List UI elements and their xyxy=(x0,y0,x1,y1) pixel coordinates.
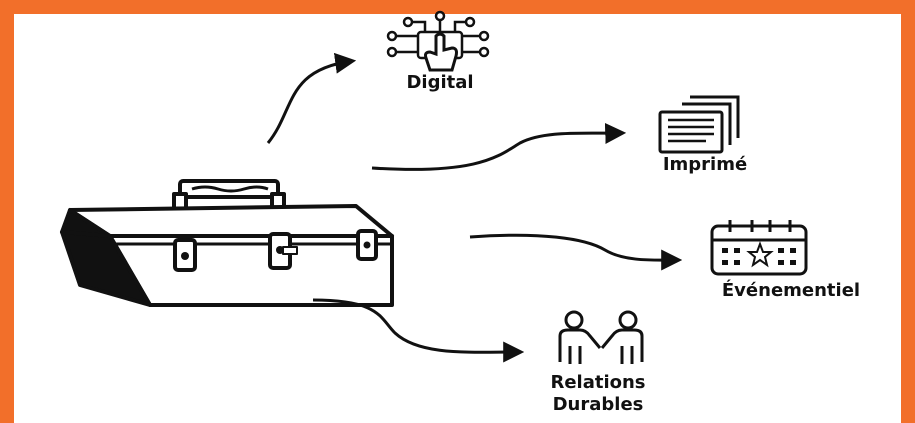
orange-border-right xyxy=(901,0,915,423)
arrow-to-event xyxy=(469,233,683,271)
printed-documents-icon xyxy=(658,95,740,154)
calendar-star-icon xyxy=(710,220,808,276)
node-label-imprime: Imprimé xyxy=(662,154,748,175)
touch-circuit-icon xyxy=(386,10,490,72)
orange-border-left xyxy=(0,0,14,423)
arrow-to-relations xyxy=(312,298,525,363)
node-label-digital: Digital xyxy=(406,72,474,93)
arrow-to-imprime xyxy=(371,122,627,171)
handshake-people-icon xyxy=(558,310,644,364)
node-label-relations-durables: Relations Durables xyxy=(550,372,646,415)
orange-border-top xyxy=(0,0,915,14)
node-label-evenementiel: Événementiel xyxy=(721,280,861,301)
arrow-to-digital xyxy=(266,52,357,144)
toolbox-icon xyxy=(60,179,394,307)
